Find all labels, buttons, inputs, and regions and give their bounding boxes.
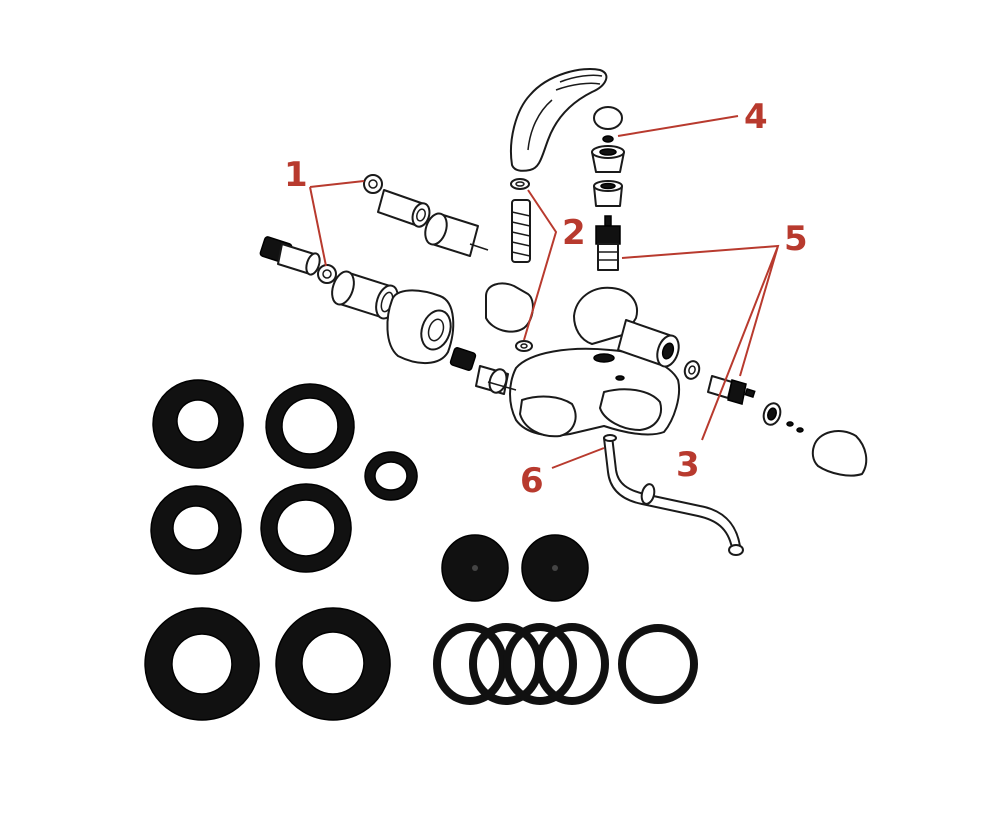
leader-lines [309,115,780,469]
right-washer [683,360,701,380]
callout-5: 5 [784,219,808,259]
seal-kit [144,379,698,721]
callout-3: 3 [676,445,700,485]
right-handle-adapter [762,402,804,433]
handle-cap [593,106,623,130]
flat-washer [265,383,355,469]
flat-washer [275,607,391,721]
spout [603,434,744,556]
leader-6 [551,447,605,469]
shower-diverter-housing [573,286,680,368]
callout-2: 2 [562,213,586,253]
wall-rosette-upper [424,212,489,257]
leader-5 [621,244,780,441]
handle-adapter [591,145,625,173]
shower-holder [485,282,534,333]
hose-washer-top [510,178,530,190]
mixer-body [487,347,680,438]
flat-washer [152,379,244,469]
leader-1 [309,180,365,267]
callout-6: 6 [520,461,544,501]
connector-washer-lower [317,264,337,284]
callout-labels: 1 2 3 4 5 6 [284,97,808,501]
eccentric-connector [259,236,321,276]
hose-nut [511,199,531,263]
valve-cartridge-top [595,215,621,271]
leader-2 [523,189,558,341]
spline-sleeve [593,180,623,207]
hose-washer-bottom [515,340,533,352]
connector-washer-upper [363,174,383,194]
callout-4: 4 [744,97,768,137]
right-handle [811,430,868,477]
flat-washer [144,607,260,721]
flat-washer [364,451,418,501]
flat-washer [150,485,242,575]
wall-rosette-lower [386,289,455,364]
connector-nut [377,189,431,228]
valve-cartridge-right [707,375,756,405]
callout-1: 1 [284,155,308,195]
coupling-sleeve [331,270,399,320]
cap-washer [602,135,614,143]
leader-4 [617,115,739,137]
union-nut [449,347,509,395]
flat-washer [260,483,352,573]
o-ring [503,623,577,705]
o-ring [535,623,609,705]
o-ring [618,624,698,704]
hand-shower-head [510,68,608,172]
